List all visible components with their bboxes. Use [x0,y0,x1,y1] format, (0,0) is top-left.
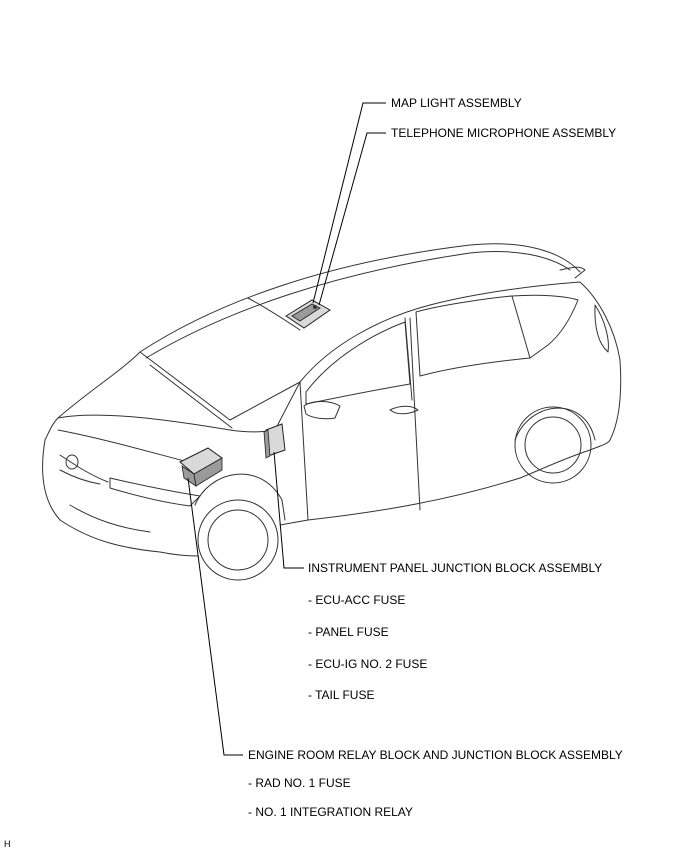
instrument-panel-jb-leader [273,451,304,569]
rad-no1-fuse-label: - RAD NO. 1 FUSE [248,776,351,790]
map-light-leader [312,102,386,304]
map-light-part [285,299,331,329]
engine-room-rb-leader [187,477,243,756]
map-light-label: MAP LIGHT ASSEMBLY [391,96,522,110]
engine-room-rb-part [179,447,223,487]
engine-room-rb-label: ENGINE ROOM RELAY BLOCK AND JUNCTION BLO… [248,748,623,762]
tail-fuse-label: - TAIL FUSE [308,688,375,702]
telephone-microphone-leader [318,132,386,306]
telephone-microphone-label: TELEPHONE MICROPHONE ASSEMBLY [391,126,617,140]
no1-integration-relay-label: - NO. 1 INTEGRATION RELAY [248,805,413,819]
leader-lines [187,102,386,756]
panel-fuse-label: - PANEL FUSE [308,625,389,639]
ecu-ig-no2-fuse-label: - ECU-IG NO. 2 FUSE [308,657,428,671]
ecu-acc-fuse-label: - ECU-ACC FUSE [308,593,406,607]
instrument-panel-jb-part [263,423,286,459]
instrument-panel-jb-label: INSTRUMENT PANEL JUNCTION BLOCK ASSEMBLY [308,561,603,575]
vehicle-outline [42,243,622,581]
corner-mark: H [4,839,11,849]
